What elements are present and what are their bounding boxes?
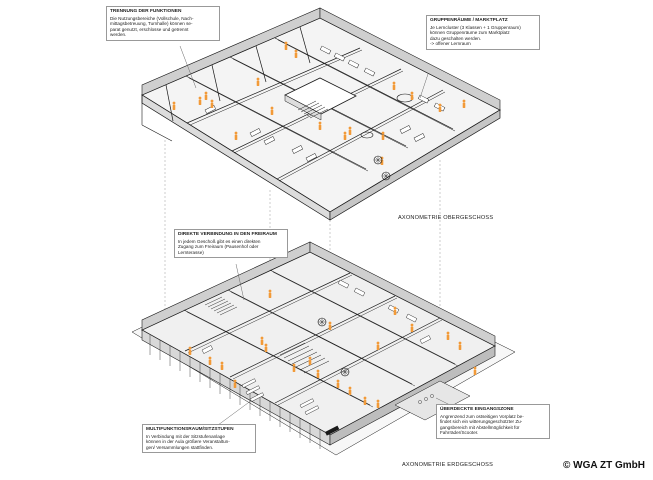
- note-trennung: TRENNUNG DER FUNKTIONEN Die Nutzungsbere…: [106, 6, 220, 41]
- note-freiraum-text: In jedem Geschoß gibt es einen direkten …: [178, 238, 261, 255]
- note-freiraum: DIREKTE VERBINDUNG IN DEN FREIRAUM In je…: [174, 229, 288, 259]
- note-eingangszone: ÜBERDECKTE EINGANGSZONE Angrenzend zum o…: [436, 404, 550, 439]
- note-trennung-text: Die Nutzungsbereiche (Vollschule, Nach- …: [110, 15, 194, 38]
- note-eingangszone-title: ÜBERDECKTE EINGANGSZONE: [440, 407, 514, 412]
- note-eingangszone-text: Angrenzend zum ostseitigen Vorplatz be- …: [440, 413, 524, 436]
- note-multifunktion: MULTIFUNKTIONSRAUM/SITZSTUFEN In Verbind…: [142, 424, 256, 454]
- upper-floor-plan: [141, 7, 501, 221]
- copyright-credit: © WGA ZT GmbH: [563, 460, 645, 471]
- note-multifunktion-title: MULTIFUNKTIONSRAUM/SITZSTUFEN: [146, 427, 234, 432]
- caption-erdgeschoss: AXONOMETRIE ERDGESCHOSS: [402, 462, 494, 468]
- note-freiraum-title: DIREKTE VERBINDUNG IN DEN FREIRAUM: [178, 232, 277, 237]
- note-gruppenraeume: GRUPPENRÄUME / MARKTPLATZ Je Lerncluster…: [426, 15, 540, 50]
- caption-obergeschoss: AXONOMETRIE OBERGESCHOSS: [398, 215, 494, 221]
- note-gruppenraeume-text: Je Lerncluster (3 Klassen + 1 Gruppenrau…: [430, 24, 521, 47]
- leader-lines: [179, 45, 457, 429]
- note-multifunktion-text: In Verbindung mit der Sitzstufenanlage k…: [146, 433, 230, 450]
- ground-floor-plan: [131, 241, 516, 456]
- note-gruppenraeume-title: GRUPPENRÄUME / MARKTPLATZ: [430, 18, 508, 23]
- note-trennung-title: TRENNUNG DER FUNKTIONEN: [110, 9, 182, 14]
